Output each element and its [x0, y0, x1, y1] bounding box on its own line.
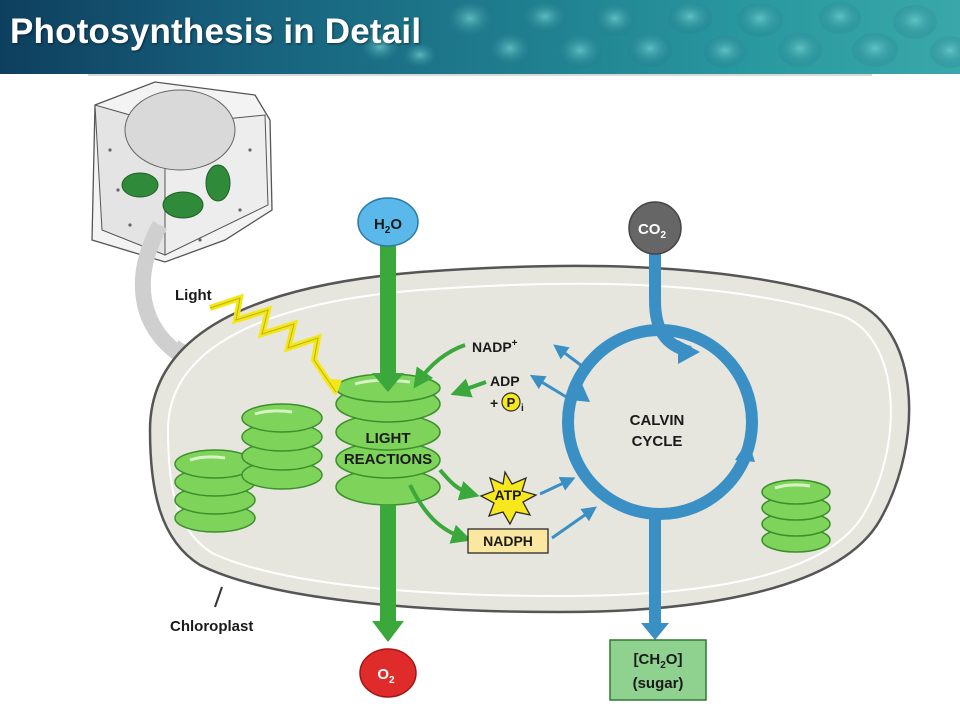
- co2-bubble: [628, 201, 682, 255]
- oxygen-bubble: [359, 648, 417, 698]
- light-reactions-label-line1: LIGHT: [366, 430, 411, 447]
- sugar-box: [609, 639, 707, 701]
- water-flow-arrow: [380, 245, 396, 375]
- oxygen-flow-arrow: [380, 505, 396, 623]
- sugar-word: (sugar): [633, 675, 684, 692]
- header-banner: Photosynthesis in Detail: [0, 0, 960, 74]
- grana-stack-right: [761, 479, 831, 553]
- nadph-label: NADPH: [483, 533, 533, 549]
- calvin-cycle-label-line1: CALVIN: [630, 412, 685, 429]
- chloroplast-label: Chloroplast: [170, 618, 253, 635]
- light-label: Light: [175, 287, 212, 304]
- light-reactions-label-line2: REACTIONS: [344, 451, 432, 468]
- sugar-formula: [CH2O]: [634, 651, 683, 671]
- banner-texture: [362, 2, 960, 69]
- slide-title: Photosynthesis in Detail: [10, 12, 422, 51]
- plus-sign: +: [490, 395, 498, 411]
- nadp-label: NADP+: [472, 338, 518, 355]
- nadph-box: [467, 528, 549, 554]
- zoom-arrow: [134, 221, 190, 365]
- water-label: H2O: [374, 216, 402, 236]
- water-bubble: [357, 197, 419, 247]
- oxygen-label: O2: [377, 666, 395, 686]
- phosphate-subscript: i: [521, 403, 524, 414]
- co2-label: CO2: [638, 221, 667, 241]
- title-divider: [88, 74, 872, 76]
- grana-stack-left: [174, 403, 323, 533]
- calvin-cycle-label-line2: CYCLE: [632, 433, 683, 450]
- atp-burst: [479, 470, 538, 526]
- phosphate-label: P: [507, 395, 516, 410]
- plant-cell-illustration: [91, 81, 273, 263]
- atp-label: ATP: [495, 487, 522, 503]
- adp-label: ADP: [490, 373, 520, 389]
- phosphate-circle: [501, 392, 521, 412]
